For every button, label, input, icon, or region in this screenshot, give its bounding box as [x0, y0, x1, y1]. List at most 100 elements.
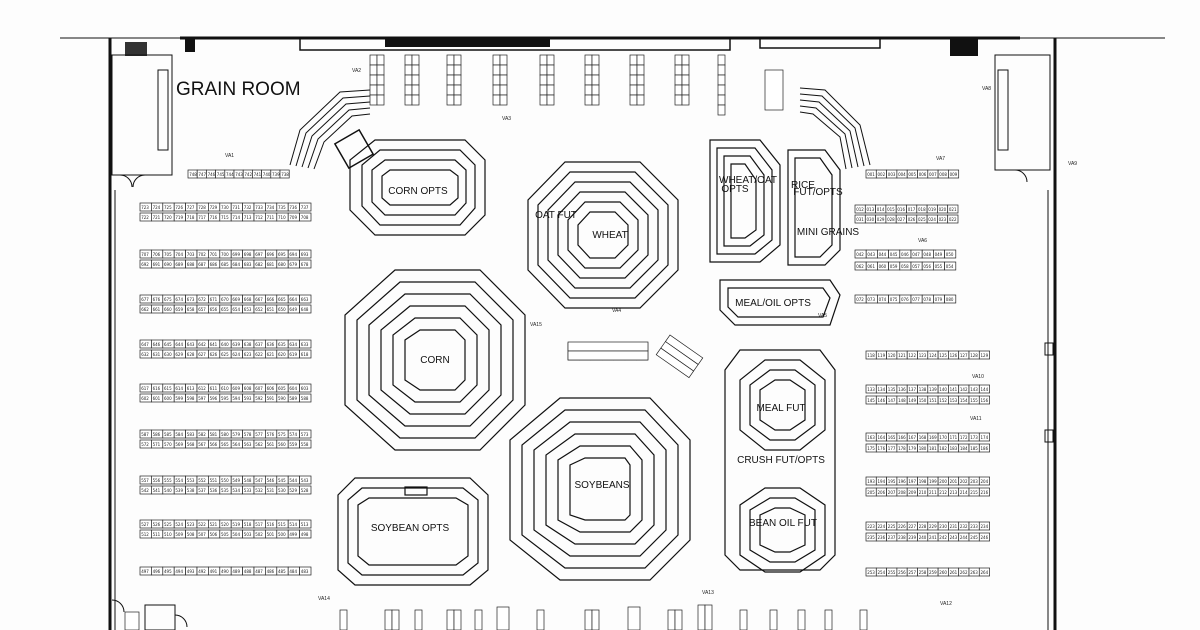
- booth-number: 007: [929, 172, 937, 177]
- booth-number: 748: [189, 172, 197, 177]
- aisle-va13: VA13: [702, 590, 714, 596]
- booth-number: 524: [175, 522, 183, 527]
- booth-number: 172: [960, 435, 968, 440]
- booth-number: 254: [878, 570, 886, 575]
- aisle-va2: VA2: [352, 68, 361, 74]
- booth-number: 142: [960, 387, 968, 392]
- booth-number: 500: [278, 532, 286, 537]
- booth-number: 259: [929, 570, 937, 575]
- booth-number: 125: [939, 353, 947, 358]
- booth-number: 008: [939, 172, 947, 177]
- booth-number: 209: [908, 490, 916, 495]
- booth-number: 692: [141, 262, 149, 267]
- booth-number: 667: [255, 297, 263, 302]
- booth-number: 735: [278, 205, 286, 210]
- booth-number: 654: [232, 307, 240, 312]
- booth: [978, 487, 990, 497]
- booth-number: 567: [198, 442, 206, 447]
- booth-number: 176: [878, 446, 886, 451]
- booth-number: 193: [867, 479, 875, 484]
- booth-number: 539: [175, 488, 183, 493]
- booth-number: 538: [187, 488, 195, 493]
- booth: [299, 485, 312, 495]
- booth-number: 525: [164, 522, 172, 527]
- pit-corn-opts: CORN OPTS: [333, 128, 486, 236]
- booth-number: 565: [221, 442, 229, 447]
- label-crush-fut-opts: CRUSH FUT/OPTS: [737, 455, 825, 466]
- booth: [947, 214, 959, 224]
- pit-soybeans: SOYBEANS: [509, 397, 691, 581]
- booth: [978, 443, 990, 453]
- pit-corn: CORN: [344, 269, 526, 451]
- booth-number: 227: [908, 524, 916, 529]
- label-wheat-oat-opts-2: OPTS: [721, 184, 749, 195]
- booth-number: 486: [267, 569, 275, 574]
- booth-number: 483: [301, 569, 309, 574]
- booth-number: 140: [939, 387, 947, 392]
- booth-number: 212: [939, 490, 947, 495]
- booth-number: 541: [153, 488, 161, 493]
- booth-number: 498: [301, 532, 309, 537]
- booth-number: 568: [187, 442, 195, 447]
- booth-number: 533: [244, 488, 252, 493]
- booth-number: 688: [187, 262, 195, 267]
- booth-number: 570: [164, 442, 172, 447]
- booth-number: 729: [210, 205, 218, 210]
- booth-number: 730: [221, 205, 229, 210]
- booth: [978, 395, 990, 405]
- booth-number: 715: [221, 215, 229, 220]
- booth-number: 126: [950, 353, 958, 358]
- label-soybean-opts: SOYBEAN OPTS: [371, 523, 450, 534]
- booth-number: 523: [187, 522, 195, 527]
- booth-number: 061: [867, 264, 875, 269]
- booth-number: 020: [939, 207, 947, 212]
- booth-number: 214: [960, 490, 968, 495]
- booth-number: 717: [198, 215, 206, 220]
- right-entrance-stair: [799, 87, 871, 170]
- label-bean-oil-fut: BEAN OIL FUT: [749, 518, 817, 529]
- booth-number: 200: [939, 479, 947, 484]
- booth-number: 747: [198, 172, 206, 177]
- booth-number: 556: [153, 478, 161, 483]
- label-rice-1: RICE: [791, 180, 815, 191]
- booth-number: 571: [153, 442, 161, 447]
- booth-number: 656: [210, 307, 218, 312]
- booth-number: 242: [939, 535, 947, 540]
- booth: [978, 432, 990, 442]
- booth-number: 707: [141, 252, 149, 257]
- booth-number: 589: [289, 396, 297, 401]
- booth-number: 077: [912, 297, 920, 302]
- booth-number: 054: [946, 264, 954, 269]
- booth-number: 561: [267, 442, 275, 447]
- booth-number: 511: [153, 532, 161, 537]
- booth-number: 699: [232, 252, 240, 257]
- booth-number: 505: [221, 532, 229, 537]
- booth-number: 208: [898, 490, 906, 495]
- booth-number: 600: [164, 396, 172, 401]
- booth-number: 181: [929, 446, 937, 451]
- booth-number: 005: [908, 172, 916, 177]
- booth-number: 709: [289, 215, 297, 220]
- booth-number: 228: [919, 524, 927, 529]
- booth: [944, 294, 957, 304]
- booth-number: 693: [301, 252, 309, 257]
- booth-number: 743: [235, 172, 243, 177]
- booth-number: 702: [198, 252, 206, 257]
- booth-number: 514: [289, 522, 297, 527]
- booth-number: 186: [981, 446, 989, 451]
- booth-number: 639: [232, 342, 240, 347]
- booth: [944, 249, 957, 259]
- booth-number: 080: [946, 297, 954, 302]
- label-meal-fut: MEAL FUT: [756, 403, 805, 414]
- booth-number: 741: [254, 172, 262, 177]
- booth-number: 542: [141, 488, 149, 493]
- booth-number: 575: [278, 432, 286, 437]
- booth-number: 604: [289, 386, 297, 391]
